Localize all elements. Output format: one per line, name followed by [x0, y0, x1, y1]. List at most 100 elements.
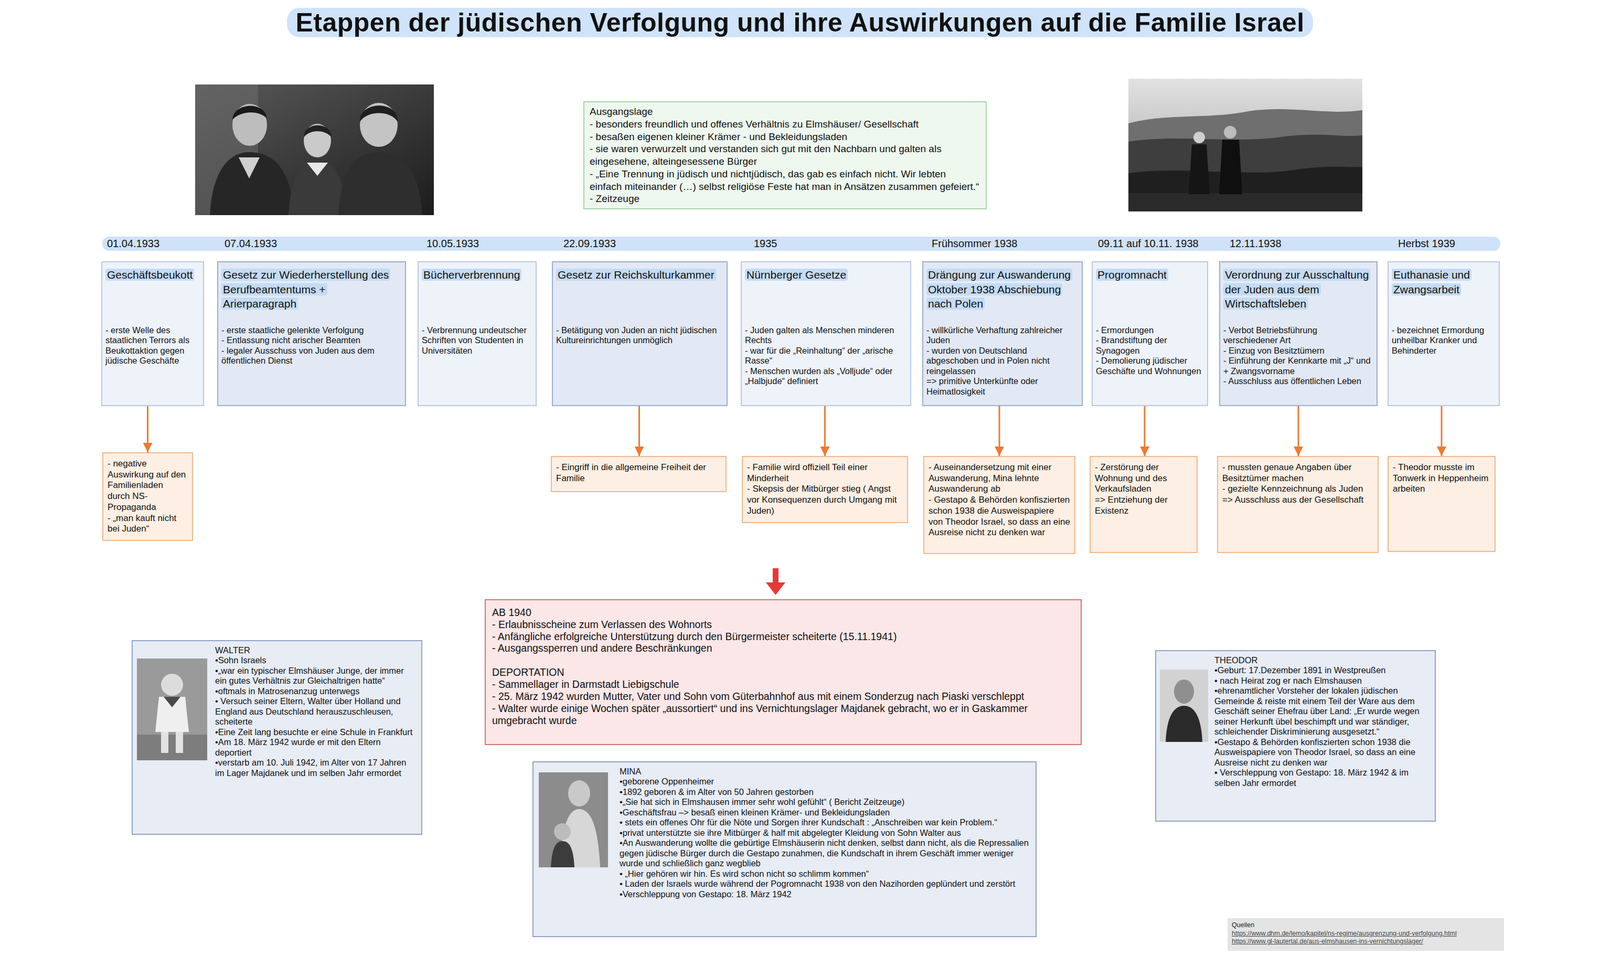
- person-fact: • stets ein offenes Ohr für die Nöte und…: [619, 817, 1031, 828]
- effect-item: - Theodor musste im Tonwerk in Heppenhei…: [1392, 462, 1491, 495]
- event-box: Gesetz zur Wiederherstellung des Berufbe…: [217, 261, 407, 407]
- timeline-band: 01.04.193307.04.193310.05.193322.09.1933…: [102, 236, 1501, 251]
- man-head: [1174, 679, 1194, 704]
- effect-box: - Zerstörung der Wohnung und des Verkauf…: [1089, 455, 1198, 553]
- deportation-item: - Walter wurde einige Wochen später „aus…: [492, 702, 1075, 727]
- person-head: [359, 102, 398, 147]
- event-box: Nürnberger Gesetze- Juden galten als Men…: [740, 261, 912, 407]
- person-body: [288, 160, 347, 216]
- hair: [359, 105, 398, 122]
- family-photo: [195, 84, 434, 216]
- event-heading: Geschäftsbeukott: [105, 268, 195, 281]
- heading-wrap: Drängung zur Auswanderung Oktober 1938 A…: [926, 267, 1079, 326]
- event-item: - Brandstiftung der Synagogen: [1095, 335, 1204, 356]
- sailor-suit: [155, 696, 189, 732]
- effect-arrow: [1144, 406, 1146, 456]
- event-item: - erste Welle des staatlichen Terrors al…: [105, 325, 200, 367]
- person-box: MINA•geborene Oppenheimer•1892 geboren &…: [532, 761, 1037, 937]
- theodor-photo: [1159, 669, 1209, 742]
- event-heading: Gesetz zur Reichskulturkammer: [556, 268, 717, 281]
- effect-box: - mussten genaue Angaben über Besitztüme…: [1217, 455, 1379, 553]
- person-fact: •oftmals in Matrosenanzug unterwegs: [215, 686, 416, 697]
- effect-item: => Entziehung der Existenz: [1094, 494, 1193, 517]
- woman-dress: [560, 808, 601, 868]
- deportation-item: - Ausgangssperren und andere Beschränkun…: [492, 642, 1075, 655]
- person-head: [303, 123, 332, 158]
- person-fact: • nach Heirat zog er nach Elmshausen: [1214, 675, 1430, 686]
- collar: [306, 162, 328, 176]
- timeline-date: 22.09.1933: [563, 236, 616, 251]
- event-item: - Juden galten als Menschen minderen Rec…: [744, 325, 908, 346]
- effect-arrow: [638, 406, 640, 456]
- timeline-date: Herbst 1939: [1398, 236, 1456, 251]
- event-heading: Drängung zur Auswanderung Oktober 1938 A…: [926, 268, 1073, 310]
- sources-box: Quellenhttps://www.dhm.de/lemo/kapitel/n…: [1227, 918, 1504, 951]
- event-item: - Demolierung jüdischer Geschäfte und Wo…: [1095, 355, 1204, 377]
- mina-photo: [538, 772, 608, 868]
- effect-item: => Ausschluss aus der Gesellschaft: [1222, 494, 1374, 506]
- section-heading: AB 1940: [492, 606, 1075, 619]
- heading-wrap: Gesetz zur Reichskulturkammer: [556, 267, 724, 326]
- person-fact: •privat unterstützte sie ihre Mitbürger …: [619, 827, 1031, 838]
- person-fact: •„war ein typischer Elmshäuser Junge, de…: [215, 665, 416, 687]
- effect-item: - Familie wird offiziell Teil einer Mind…: [747, 462, 903, 484]
- timeline-date: 01.04.1933: [107, 236, 160, 251]
- person-fact: •Eine Zeit lang besuchte er eine Schule …: [215, 727, 416, 738]
- hair: [232, 105, 268, 120]
- photo-wall: [195, 84, 259, 216]
- hair: [303, 125, 332, 138]
- event-box: Gesetz zur Reichskulturkammer- Betätigun…: [551, 261, 728, 407]
- effect-item: - Skepsis der Mitbürger stieg ( Angst vo…: [747, 483, 903, 517]
- figure-head: [1223, 125, 1237, 139]
- event-item: - willkürliche Verhaftung zahlreicher Ju…: [926, 325, 1079, 346]
- effect-item: - gezielte Kennzeichnung als Juden: [1222, 483, 1374, 495]
- intro-item: - besaßen eigenen kleiner Krämer - und B…: [589, 130, 981, 144]
- effect-item: - „man kauft nicht bei Juden“: [107, 513, 188, 535]
- hills: [1128, 109, 1363, 212]
- source-url: https://www.dhm.de/lemo/kapitel/ns-regim…: [1231, 929, 1500, 938]
- person-fact: •Geburt: 17.Dezember 1891 in Westpreußen: [1214, 665, 1430, 676]
- effect-box: - negative Auswirkung auf den Familienla…: [102, 452, 194, 541]
- photo-floor: [136, 734, 208, 761]
- effect-arrow: [998, 406, 1001, 456]
- event-item: - Entlassung nicht arischer Beamten: [221, 335, 402, 346]
- effect-box: - Theodor musste im Tonwerk in Heppenhei…: [1387, 455, 1496, 552]
- heading-wrap: Verordnung zur Ausschaltung der Juden au…: [1223, 267, 1374, 326]
- heading-wrap: Progromnacht: [1095, 267, 1204, 326]
- event-box: Drängung zur Auswanderung Oktober 1938 A…: [922, 261, 1083, 407]
- person-fact: •geborene Oppenheimer: [619, 776, 1031, 787]
- event-item: - bezeichnet Ermordung unheilbar Kranker…: [1391, 325, 1496, 356]
- title-bar: Etappen der jüdischen Verfolgung und ihr…: [0, 6, 1600, 39]
- heading-wrap: Geschäftsbeukott: [105, 267, 200, 326]
- effect-item: - Eingriff in die allgemeine Freiheit de…: [556, 462, 722, 484]
- figure-body: [1219, 139, 1243, 195]
- timeline-date: 10.05.1933: [426, 236, 479, 251]
- timeline-date: Frühsommer 1938: [931, 236, 1018, 251]
- shirt: [238, 157, 260, 179]
- event-box: Verordnung zur Ausschaltung der Juden au…: [1219, 261, 1378, 407]
- person-box: THEODOR•Geburt: 17.Dezember 1891 in West…: [1155, 649, 1436, 822]
- person-fact: •Am 18. März 1942 wurde er mit den Elter…: [215, 737, 416, 758]
- person-fact: •An Auswanderung wollte die gebürtige El…: [619, 837, 1031, 869]
- deportation-item: - Anfängliche erfolgreiche Unterstützung…: [492, 630, 1075, 643]
- person-fact: •Sohn Israels: [215, 655, 416, 666]
- walter-photo: [136, 658, 208, 761]
- sources-heading: Quellen: [1231, 921, 1500, 930]
- effect-item: - mussten genaue Angaben über Besitztüme…: [1222, 462, 1374, 484]
- event-heading: Progromnacht: [1095, 268, 1169, 281]
- effect-item: - Gestapo & Behörden konfiszierten schon…: [928, 494, 1071, 539]
- timeline-date: 09.11 auf 10.11. 1938: [1097, 236, 1199, 251]
- event-item: - Ermordungen: [1095, 325, 1204, 336]
- figure-body: [1188, 144, 1210, 195]
- photo-frame: [195, 84, 434, 216]
- leg: [161, 731, 169, 753]
- timeline-date: 1935: [753, 236, 778, 251]
- person-body: [209, 152, 294, 216]
- sailor-collar: [163, 696, 181, 708]
- intro-item: - sie waren verwurzelt und verstanden si…: [589, 142, 981, 168]
- event-item: - war für die „Reinhaltung“ der „arische…: [744, 345, 908, 367]
- effect-box: - Auseinandersetzung mit einer Auswander…: [923, 455, 1076, 554]
- heading-wrap: Nürnberger Gesetze: [744, 267, 908, 326]
- deportation-box: AB 1940- Erlaubnisscheine zum Verlassen …: [484, 599, 1082, 745]
- person-fact: • Versuch seiner Eltern, Walter über Hol…: [215, 696, 416, 727]
